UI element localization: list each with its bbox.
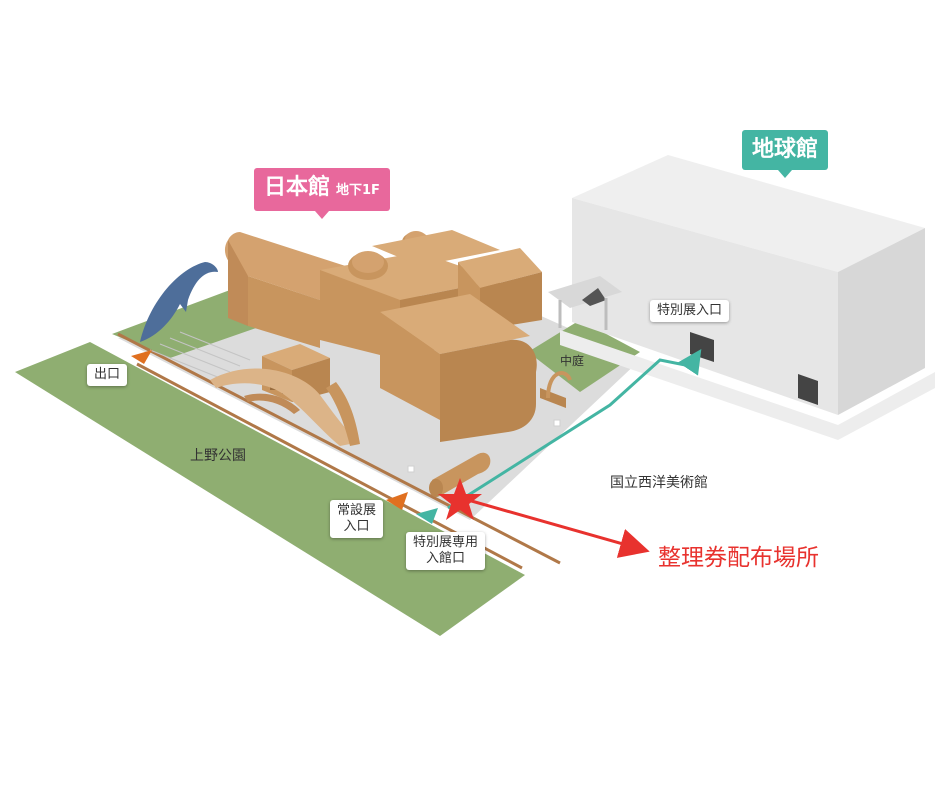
permanent-entrance-marker-icon: [386, 492, 408, 510]
ueno-park-label: 上野公園: [190, 448, 246, 464]
special-only-line1: 特別展専用: [413, 535, 479, 550]
chikyukan-side-door: [798, 374, 818, 405]
chikyukan-tag: 地球館: [742, 130, 829, 178]
chikyukan-name: 地球館: [752, 137, 819, 162]
ticket-location-star-icon: [438, 478, 482, 520]
nihonkan-building: [210, 230, 542, 446]
special-only-line2: 入館口: [426, 551, 466, 566]
canopy-dark: [582, 288, 606, 306]
ticket-distribution-label: 整理券配布場所: [658, 545, 819, 571]
courtyard-area: [528, 320, 640, 392]
permanent-entrance-line2: 入口: [343, 519, 370, 534]
plaza-steps: [149, 331, 251, 379]
permanent-entrance-line1: 常設展: [337, 503, 377, 518]
chikyukan-side: [838, 228, 925, 415]
ticket-pointer-arrow: [467, 498, 650, 558]
ueno-park-area: [15, 342, 525, 636]
whale-sculpture: [140, 262, 218, 342]
chikyukan-roof: [572, 155, 925, 272]
nihonkan-floor: 地下1F: [336, 183, 380, 198]
exit-label: 出口: [87, 364, 128, 386]
canopy: [548, 276, 622, 308]
entrance-log: [429, 452, 491, 497]
boundary-wall: [117, 332, 561, 565]
nihonkan-tag: 日本館地下1F: [254, 168, 390, 219]
courtyard-label: 中庭: [560, 354, 585, 368]
special-entrance-label: 特別展入口: [650, 300, 730, 322]
special-exhibit-route: [447, 349, 702, 510]
courtyard-log: [540, 371, 572, 408]
nihonkan-name: 日本館: [264, 175, 331, 200]
exit-marker-icon: [131, 350, 152, 364]
special-entrance-marker-icon: [416, 508, 438, 524]
western-art-museum-label: 国立西洋美術館: [610, 475, 708, 491]
special-only-entrance-label: 特別展専用 入館口: [406, 532, 486, 570]
permanent-entrance-label: 常設展 入口: [330, 500, 384, 538]
